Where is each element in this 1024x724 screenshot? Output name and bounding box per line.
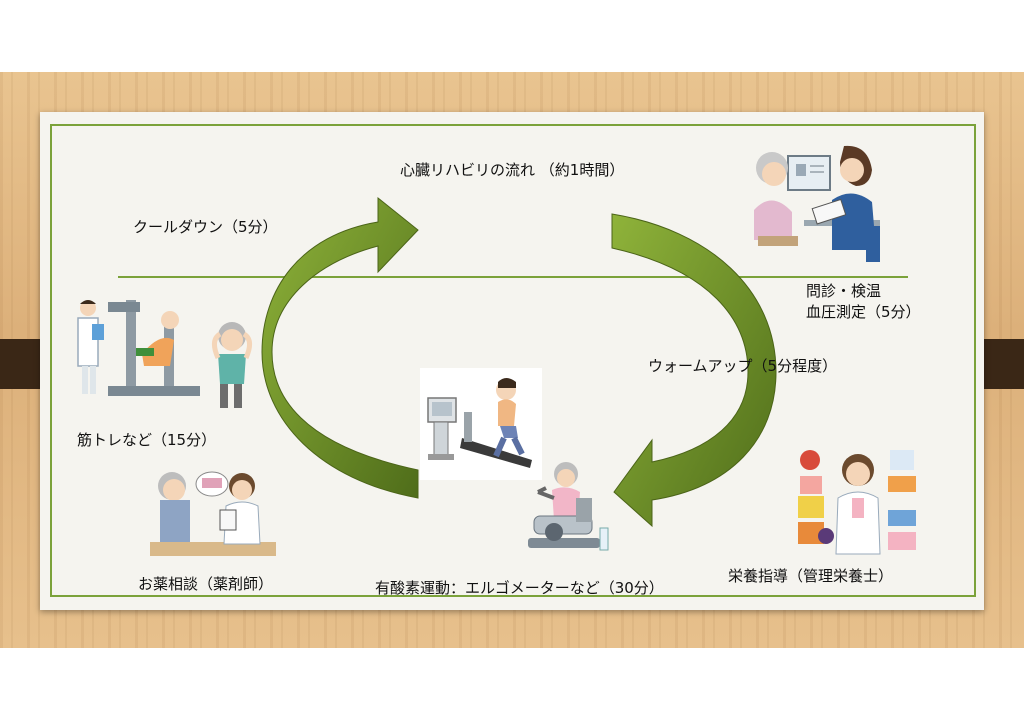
ergometer-illustration [528, 462, 609, 551]
divider-line [118, 276, 908, 278]
cycle-arrow-left [261, 196, 419, 499]
label-aerobic: 有酸素運動：エルゴメーターなど（30分） [375, 579, 664, 597]
label-blood-pressure: 血圧測定（5分） [806, 303, 921, 321]
strength-training-illustration [77, 300, 252, 408]
page-title: 心臓リハビリの流れ （約1時間） [400, 161, 625, 179]
nutrition-illustration [796, 440, 920, 558]
label-medicine: お薬相談（薬剤師） [138, 575, 274, 593]
label-strength: 筋トレなど（15分） [77, 431, 217, 449]
label-nutrition: 栄養指導（管理栄養士） [728, 567, 894, 585]
treadmill-illustration [420, 368, 542, 480]
label-warmup: ウォームアップ（5分程度） [648, 357, 838, 375]
label-cooldown: クールダウン（5分） [133, 218, 278, 236]
green-frame [50, 124, 976, 597]
pharmacist-illustration [150, 471, 276, 556]
interview-illustration [754, 145, 880, 262]
cycle-arrow-right [611, 213, 777, 528]
label-interview: 問診・検温 [806, 282, 882, 300]
